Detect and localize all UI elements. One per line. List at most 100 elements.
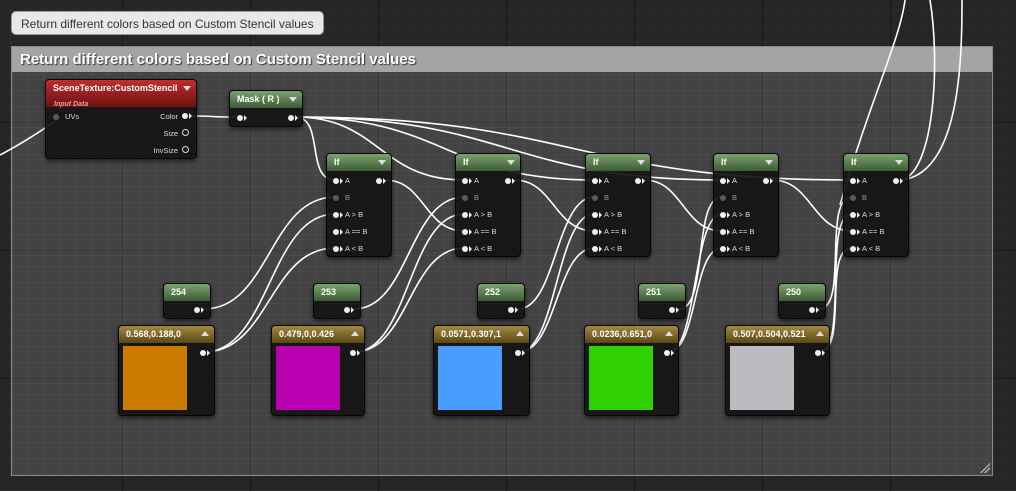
color-header[interactable]: 0.568,0.188,0: [119, 326, 214, 343]
color-output-pin[interactable]: [664, 350, 670, 356]
constant-output-pin[interactable]: [809, 307, 815, 313]
if-input-pin[interactable]: [462, 212, 468, 218]
color-output-pin[interactable]: [350, 350, 356, 356]
mask-output-pin[interactable]: [288, 115, 294, 121]
if-output-pin[interactable]: [763, 178, 769, 184]
color-swatch[interactable]: [276, 346, 340, 410]
constant-header[interactable]: 252: [478, 284, 524, 301]
constant-header[interactable]: 250: [779, 284, 825, 301]
color-swatch[interactable]: [123, 346, 187, 410]
constant-node[interactable]: 252: [477, 283, 525, 319]
color-output-pin[interactable]: [515, 350, 521, 356]
color-output-pin[interactable]: [815, 350, 821, 356]
collapse-arrow-icon[interactable]: [289, 97, 297, 102]
color-output-pin[interactable]: [182, 113, 188, 119]
collapse-arrow-icon[interactable]: [665, 331, 673, 336]
if-input-pin[interactable]: [333, 246, 339, 252]
comment-resize-handle[interactable]: [980, 463, 990, 473]
size-output-pin[interactable]: [182, 129, 189, 136]
if-input-pin[interactable]: [592, 195, 598, 201]
if-input-pin[interactable]: [720, 246, 726, 252]
constant-header[interactable]: 253: [314, 284, 360, 301]
if-header[interactable]: If: [327, 154, 391, 171]
if-input-pin[interactable]: [462, 246, 468, 252]
color-swatch[interactable]: [589, 346, 653, 410]
if-input-pin[interactable]: [333, 178, 339, 184]
collapse-arrow-icon[interactable]: [516, 331, 524, 336]
color-constant-node[interactable]: 0.507,0.504,0.521: [725, 325, 830, 416]
collapse-arrow-icon[interactable]: [816, 331, 824, 336]
constant-output-pin[interactable]: [194, 307, 200, 313]
collapse-arrow-icon[interactable]: [378, 160, 386, 165]
color-constant-node[interactable]: 0.0571,0.307,1: [433, 325, 530, 416]
constant-output-pin[interactable]: [669, 307, 675, 313]
collapse-arrow-icon[interactable]: [895, 160, 903, 165]
mask-input-pin[interactable]: [237, 115, 243, 121]
collapse-arrow-icon[interactable]: [765, 160, 773, 165]
comment-title[interactable]: Return different colors based on Custom …: [12, 47, 992, 72]
if-input-pin[interactable]: [462, 178, 468, 184]
constant-node[interactable]: 253: [313, 283, 361, 319]
if-input-pin[interactable]: [720, 178, 726, 184]
if-output-pin[interactable]: [635, 178, 641, 184]
constant-output-pin[interactable]: [508, 307, 514, 313]
if-input-pin[interactable]: [592, 212, 598, 218]
constant-output-pin[interactable]: [344, 307, 350, 313]
if-output-pin[interactable]: [376, 178, 382, 184]
color-constant-node[interactable]: 0.568,0.188,0: [118, 325, 215, 416]
if-output-pin[interactable]: [893, 178, 899, 184]
constant-header[interactable]: 254: [164, 284, 210, 301]
color-header[interactable]: 0.507,0.504,0.521: [726, 326, 829, 343]
if-header[interactable]: If: [844, 154, 908, 171]
if-input-arrow-icon: [857, 229, 860, 235]
if-input-pin[interactable]: [850, 212, 856, 218]
collapse-arrow-icon[interactable]: [507, 160, 515, 165]
invsize-output-pin[interactable]: [182, 146, 189, 153]
mask-header[interactable]: Mask ( R ): [230, 91, 302, 108]
color-header[interactable]: 0.0236,0.651,0: [585, 326, 678, 343]
if-input-pin[interactable]: [333, 229, 339, 235]
if-header[interactable]: If: [456, 154, 520, 171]
scene-texture-header[interactable]: SceneTexture:CustomStencil Input Data: [46, 80, 196, 108]
constant-header[interactable]: 251: [639, 284, 685, 301]
if-input-pin[interactable]: [462, 229, 468, 235]
color-header[interactable]: 0.0571,0.307,1: [434, 326, 529, 343]
if-input-pin[interactable]: [333, 212, 339, 218]
collapse-arrow-icon[interactable]: [201, 331, 209, 336]
mask-node[interactable]: Mask ( R ): [229, 90, 303, 127]
collapse-arrow-icon[interactable]: [637, 160, 645, 165]
if-header[interactable]: If: [714, 154, 778, 171]
color-swatch[interactable]: [438, 346, 502, 410]
constant-node[interactable]: 254: [163, 283, 211, 319]
constant-node[interactable]: 251: [638, 283, 686, 319]
if-input-pin[interactable]: [462, 195, 468, 201]
if-input-pin[interactable]: [720, 212, 726, 218]
if-input-pin[interactable]: [720, 229, 726, 235]
color-header[interactable]: 0.479,0,0.426: [272, 326, 364, 343]
if-output-pin[interactable]: [505, 178, 511, 184]
if-input-pin[interactable]: [333, 195, 339, 201]
if-input-pin[interactable]: [592, 246, 598, 252]
if-input-pin[interactable]: [850, 229, 856, 235]
collapse-arrow-icon[interactable]: [183, 86, 191, 91]
if-header[interactable]: If: [586, 154, 650, 171]
color-constant-node[interactable]: 0.0236,0.651,0: [584, 325, 679, 416]
color-swatch[interactable]: [730, 346, 794, 410]
collapse-arrow-icon[interactable]: [351, 331, 359, 336]
if-input-pin[interactable]: [850, 178, 856, 184]
scene-texture-node[interactable]: SceneTexture:CustomStencil Input Data UV…: [45, 79, 197, 159]
if-input-pin[interactable]: [850, 246, 856, 252]
constant-node[interactable]: 250: [778, 283, 826, 319]
uvs-input-pin[interactable]: [53, 114, 59, 120]
color-output-pin[interactable]: [200, 350, 206, 356]
if-input-pin[interactable]: [850, 195, 856, 201]
if-input-pin[interactable]: [592, 178, 598, 184]
if-input-pin[interactable]: [592, 229, 598, 235]
color-constant-node[interactable]: 0.479,0,0.426: [271, 325, 365, 416]
if-input-pin[interactable]: [720, 195, 726, 201]
